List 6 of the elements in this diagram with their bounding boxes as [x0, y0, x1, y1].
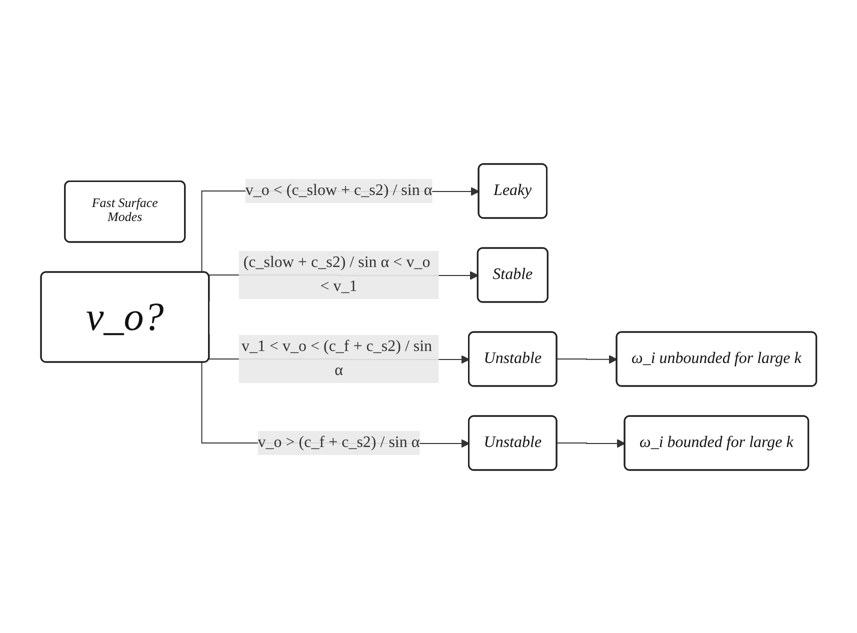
arrow: [556, 354, 618, 364]
edge-label: (c_slow + c_s2) / sin α < v_o < v_1: [243, 254, 430, 294]
edge-label: v_1 < v_o < (c_f + c_s2) / sin α: [241, 338, 432, 378]
edge-label: v_o > (c_f + c_s2) / sin α: [258, 434, 420, 450]
edge-label: v_o < (c_slow + c_s2) / sin α: [245, 182, 432, 198]
arrow: [556, 438, 626, 448]
